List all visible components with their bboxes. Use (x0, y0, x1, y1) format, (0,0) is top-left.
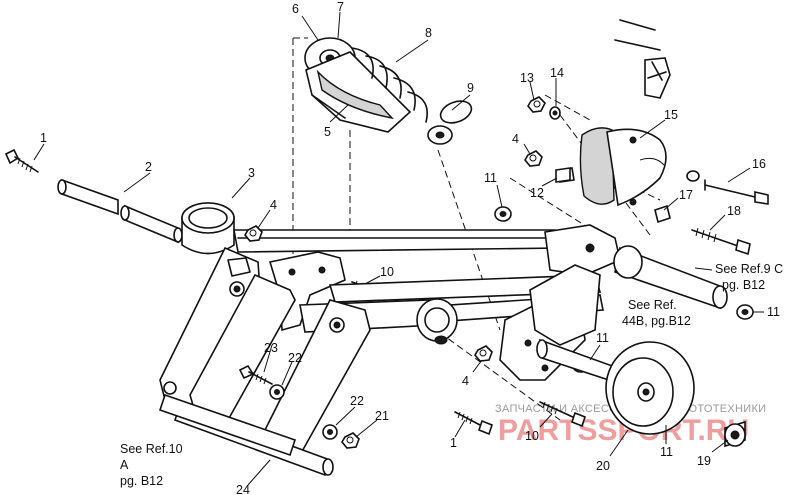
callout-9: 9 (467, 81, 474, 95)
callout-4-left: 4 (270, 198, 277, 212)
note-ref10-line2: A (120, 458, 129, 472)
callout-15: 15 (664, 108, 678, 122)
callouts: 1 2 3 4 5 6 7 8 9 13 14 15 16 17 18 4 12… (40, 0, 780, 495)
note-ref9-line1: See Ref.9 C (715, 262, 783, 276)
callout-10-lower: 10 (525, 429, 539, 443)
bolt-1-left (4, 148, 39, 173)
bolt-18 (691, 227, 751, 256)
callout-8: 8 (425, 26, 432, 40)
callout-21: 21 (375, 409, 389, 423)
callout-11-bottom: 11 (660, 445, 673, 459)
note-ref44-line1: See Ref. (628, 298, 677, 312)
callout-4-lower: 4 (462, 374, 469, 388)
note-ref10-line1: See Ref.10 (120, 442, 183, 456)
upper-bracket-parts (524, 19, 671, 224)
callout-24: 24 (236, 483, 250, 495)
suspension-arm-icon (158, 202, 746, 477)
leader-lines (33, 11, 764, 486)
callout-11-right: 11 (767, 305, 780, 319)
callout-13: 13 (520, 71, 534, 85)
small-hardware (238, 167, 586, 449)
callout-18: 18 (727, 204, 741, 218)
callout-17: 17 (679, 188, 693, 202)
callout-14: 14 (550, 66, 564, 80)
callout-22-lower: 22 (350, 394, 364, 408)
callout-11-top: 11 (484, 171, 497, 185)
callout-22-upper: 22 (288, 351, 302, 365)
note-ref44-line2: 44B, pg.B12 (622, 314, 691, 328)
callout-10-upper: 10 (380, 265, 394, 279)
callout-11-mid: 11 (596, 331, 609, 345)
axle-spacer (57, 178, 183, 244)
bolt-16 (686, 170, 769, 205)
callout-12: 12 (530, 186, 544, 200)
callout-6: 6 (292, 2, 299, 16)
shock-absorber-icon (304, 37, 473, 145)
note-ref10-line3: pg. B12 (120, 474, 163, 488)
callout-23: 23 (264, 341, 278, 355)
callout-5: 5 (324, 125, 331, 139)
callout-19: 19 (697, 454, 711, 468)
callout-1: 1 (40, 131, 47, 145)
callout-16: 16 (752, 157, 766, 171)
callout-7: 7 (337, 0, 344, 14)
callout-2: 2 (145, 160, 152, 174)
reference-notes: See Ref.9 C pg. B12 See Ref. 44B, pg.B12… (120, 262, 783, 488)
callout-20: 20 (596, 459, 610, 473)
note-ref9-line2: pg. B12 (722, 278, 765, 292)
callout-3: 3 (248, 166, 255, 180)
callout-4-upper: 4 (512, 132, 519, 146)
callout-1-lower: 1 (450, 436, 457, 450)
